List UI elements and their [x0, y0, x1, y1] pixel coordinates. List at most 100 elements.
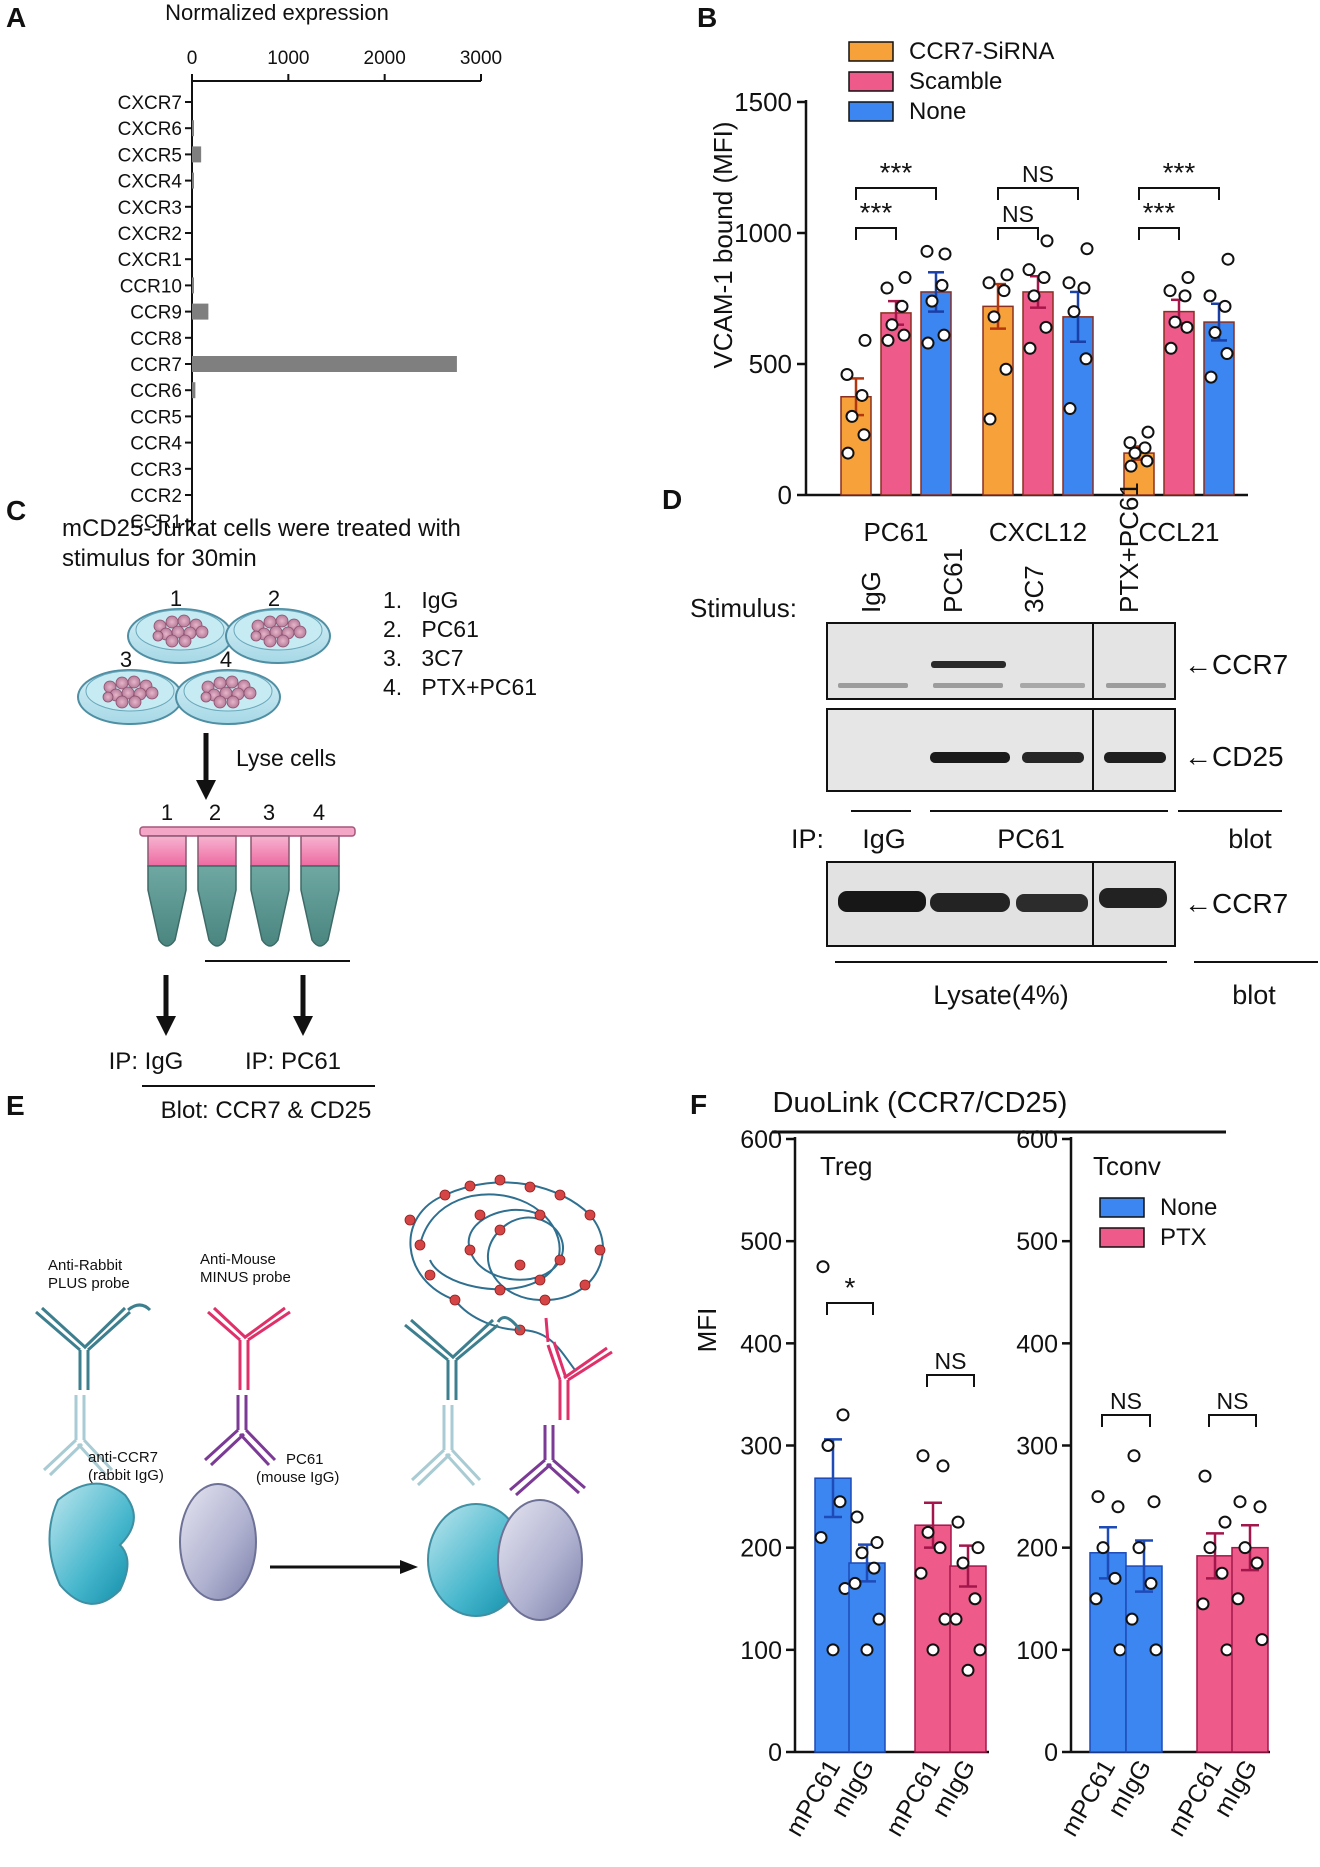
data-point: [826, 1643, 840, 1657]
data-point: [1138, 441, 1152, 455]
tubes-illustration: 1 2 3 4: [139, 800, 356, 947]
data-point: [821, 1439, 835, 1452]
combined-pc61: [509, 1425, 586, 1497]
category-label: CCR9: [130, 303, 182, 324]
anti-ccr7-label-2: (rabbit IgG): [88, 1467, 164, 1484]
data-point: [1149, 1643, 1163, 1657]
y-tick-label: 0: [768, 1739, 782, 1767]
category-label: CCR8: [130, 329, 182, 350]
data-point: [1180, 320, 1194, 334]
panel-f: F DuoLink (CCR7/CD25) MFI Treg Tconv 010…: [690, 1087, 1270, 1841]
significance-bracket: [997, 227, 1039, 240]
panel-a-title: Normalized expression: [165, 0, 389, 25]
data-point: [870, 1536, 884, 1550]
significance-bracket: [1208, 1414, 1257, 1427]
data-point: [1221, 252, 1235, 266]
bar: [1231, 1546, 1269, 1753]
significance-bracket: [855, 227, 897, 240]
bar: [982, 305, 1014, 496]
data-point: [1255, 1633, 1269, 1647]
significance-label: *: [845, 1272, 856, 1303]
category-label: CCR1: [130, 512, 182, 533]
lane-label-3c7: 3C7: [1019, 565, 1049, 613]
data-point: [858, 333, 872, 347]
data-point: [1218, 299, 1232, 313]
treatment-list-item-2: 2. PC61: [383, 616, 479, 642]
category-label: CXCR6: [118, 119, 182, 140]
category-label: CCR2: [130, 486, 182, 507]
legend-swatch: [848, 41, 894, 62]
legend-label: PTX: [1160, 1224, 1207, 1251]
panel-c: C mCD25-Jurkat cells were treated with s…: [6, 495, 537, 1124]
data-point: [845, 409, 859, 423]
band-label-cd25: ←CD25: [1184, 741, 1284, 772]
data-point: [850, 1510, 864, 1524]
category-label: CCR5: [130, 407, 182, 428]
band-cd25-3c7: [1022, 752, 1084, 763]
data-point: [855, 1546, 869, 1560]
data-point: [1080, 242, 1094, 256]
category-label: CCR4: [130, 434, 182, 455]
legend-swatch: [1099, 1197, 1145, 1218]
significance-bracket: [1138, 227, 1180, 240]
dish-number-2: 2: [268, 586, 280, 611]
data-point: [983, 412, 997, 426]
data-point: [1231, 1592, 1245, 1606]
anti-rabbit-plus-probe: Anti-Rabbit PLUS probe: [35, 1257, 152, 1390]
data-point: [1040, 234, 1054, 248]
data-point: [921, 336, 935, 350]
bar: [949, 1565, 987, 1753]
lane-label-ptx-pc61: PTX+PC61: [1114, 482, 1144, 613]
data-point: [1027, 289, 1041, 303]
significance-bracket: [926, 1374, 975, 1387]
group-label: CXCL12: [989, 517, 1087, 547]
tube-number-2: 2: [209, 800, 221, 825]
legend-swatch: [1099, 1227, 1145, 1248]
data-point: [1196, 1597, 1210, 1611]
y-tick-label: 0: [1044, 1739, 1058, 1767]
ip-label: IP:: [791, 824, 824, 854]
y-tick-label: 200: [1016, 1535, 1058, 1563]
y-tick-label: 400: [1016, 1330, 1058, 1358]
data-point: [880, 281, 894, 295]
combined-plus-probe: [404, 1316, 522, 1400]
significance-label: NS: [1217, 1388, 1249, 1414]
significance-bracket: [826, 1302, 874, 1315]
data-point: [1132, 1541, 1146, 1555]
y-tick-label: 500: [1016, 1228, 1058, 1256]
data-point: [1125, 1612, 1139, 1626]
group-label: PC61: [863, 517, 928, 547]
data-point: [1063, 402, 1077, 416]
data-point: [848, 1576, 862, 1590]
bar: [1062, 316, 1094, 496]
tube-4: [300, 835, 340, 947]
data-point: [1203, 1541, 1217, 1555]
data-point: [1037, 271, 1051, 285]
significance-label: NS: [1002, 201, 1034, 227]
lyse-arrow: [196, 733, 216, 800]
data-point: [814, 1530, 828, 1544]
dish-number-1: 1: [170, 586, 182, 611]
y-tick-label: 500: [749, 349, 792, 379]
tube-1: [147, 835, 187, 947]
significance-label: NS: [1110, 1388, 1142, 1414]
data-point: [1198, 1469, 1212, 1483]
bar: [1163, 310, 1195, 496]
blot2-label: blot: [1232, 980, 1276, 1010]
bar: [848, 1562, 886, 1753]
category-label: CXCR4: [118, 172, 183, 193]
panel-d: D Stimulus: IgG PC61 3C7 PTX+PC61 ←CCR7 …: [662, 482, 1318, 1010]
x-tick-label: 0: [187, 48, 198, 69]
treatment-list-item-4: 4. PTX+PC61: [383, 674, 537, 700]
rca-product-tangle: [404, 1174, 606, 1371]
legend-swatch: [848, 101, 894, 122]
data-point: [860, 1643, 874, 1657]
data-point: [1111, 1500, 1125, 1514]
y-tick-label: 0: [778, 480, 792, 510]
data-point: [933, 1541, 947, 1555]
y-tick-label: 500: [740, 1228, 782, 1256]
dish-number-3: 3: [120, 647, 132, 672]
